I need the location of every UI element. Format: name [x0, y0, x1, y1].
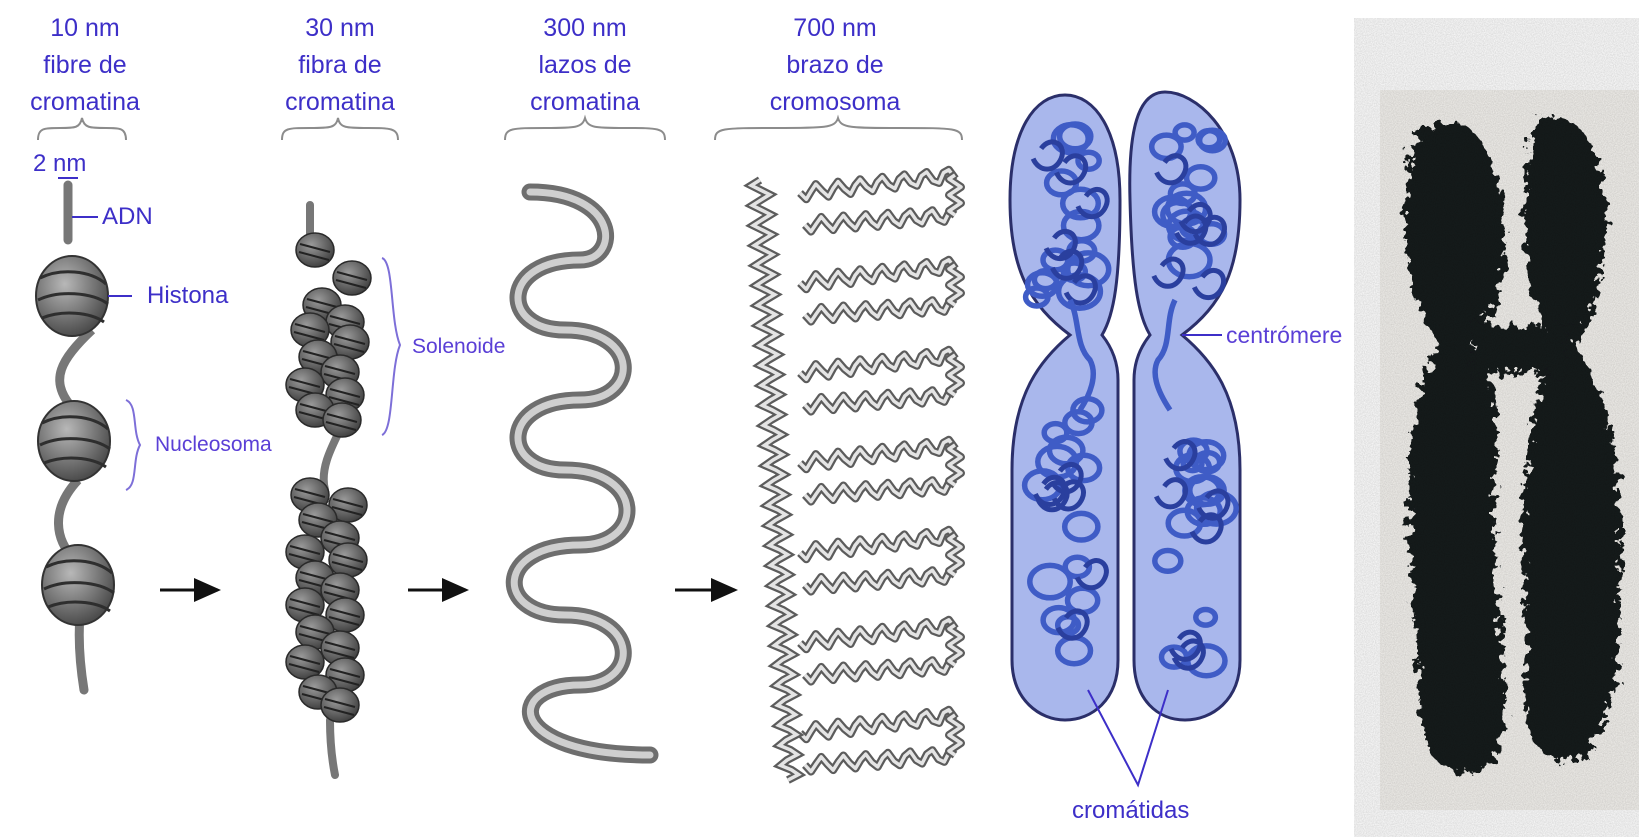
chromatids-label: cromátidas: [1072, 797, 1189, 825]
header-10nm: 10 nm fibre de cromatina: [0, 10, 170, 121]
centromere-label: centrómere: [1226, 322, 1342, 349]
solenoid-nucleosome: [286, 645, 324, 679]
solenoid-label: Solenoide: [412, 335, 505, 359]
header-300nm: 300 nm lazos de cromatina: [500, 10, 670, 121]
header-size: 700 nm: [735, 10, 935, 47]
solenoid-nucleosome: [329, 543, 367, 577]
chromosome-arm-700nm: [751, 170, 961, 780]
nucleosome-label: Nucleosoma: [155, 433, 272, 457]
dna-width-label: 2 nm: [33, 150, 86, 178]
header-size: 30 nm: [255, 10, 425, 47]
chromatin-loop: [800, 260, 961, 322]
nucleosome-bead: [38, 401, 110, 481]
header-braces: [38, 118, 962, 140]
solenoid-fiber-30nm: [286, 205, 400, 775]
header-line: fibre de: [0, 47, 170, 84]
chromatin-loop: [800, 170, 961, 232]
dna-label: ADN: [102, 203, 153, 231]
chromosome-micrograph: [1380, 90, 1639, 810]
header-line: fibra de: [255, 47, 425, 84]
header-line: cromosoma: [735, 84, 935, 121]
header-line: cromatina: [0, 84, 170, 121]
chromatin-loops-300nm: [514, 192, 650, 755]
chromatin-loop: [800, 620, 961, 682]
header-size: 300 nm: [500, 10, 670, 47]
chromosome-diagram: [1010, 92, 1240, 785]
chromatin-loop: [800, 530, 961, 592]
chromatin-loop: [800, 350, 961, 412]
solenoid-nucleosome: [333, 261, 371, 295]
header-line: lazos de: [500, 47, 670, 84]
nucleosome-bead: [42, 545, 114, 625]
nucleosome-bead: [36, 256, 108, 336]
header-700nm: 700 nm brazo de cromosoma: [735, 10, 935, 121]
chromatin-loop: [800, 440, 961, 502]
solenoid-nucleosome: [296, 233, 334, 267]
header-line: cromatina: [255, 84, 425, 121]
header-size: 10 nm: [0, 10, 170, 47]
header-line: brazo de: [735, 47, 935, 84]
solenoid-beads: [286, 233, 371, 722]
solenoid-nucleosome: [323, 403, 361, 437]
header-line: cromatina: [500, 84, 670, 121]
chromatin-loop: [800, 710, 961, 772]
histone-label: Histona: [147, 282, 228, 310]
solenoid-nucleosome: [321, 688, 359, 722]
nucleosome-fiber-10nm: [36, 178, 140, 690]
header-30nm: 30 nm fibra de cromatina: [255, 10, 425, 121]
